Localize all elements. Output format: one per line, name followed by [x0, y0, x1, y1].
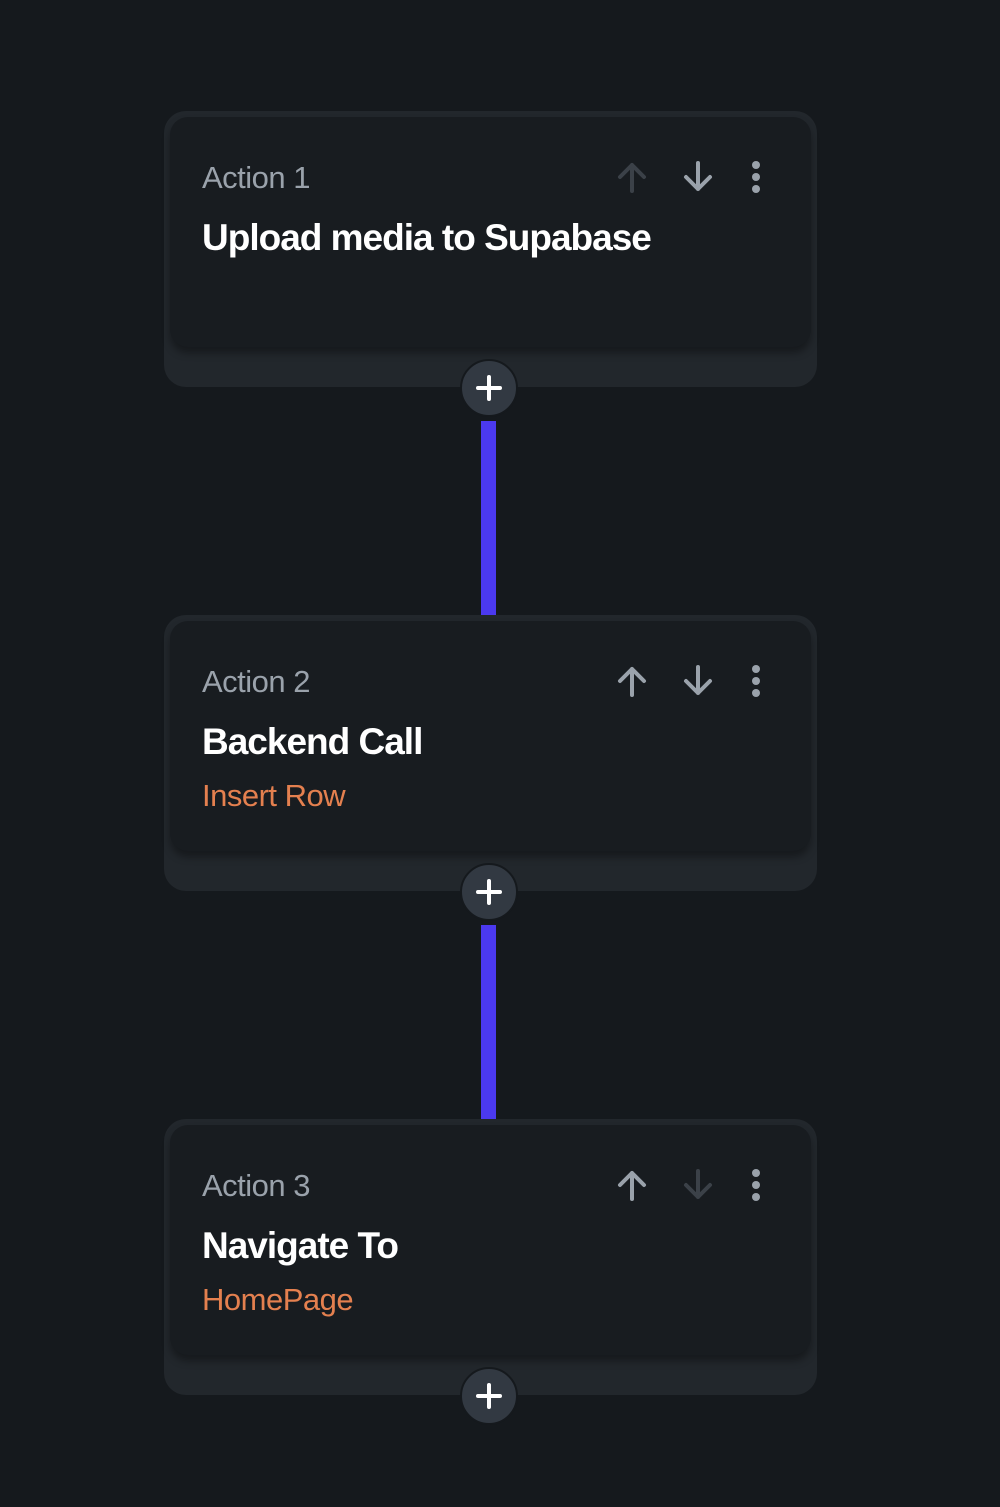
arrow-up-icon	[618, 1171, 646, 1201]
move-up-button[interactable]	[612, 661, 652, 701]
move-down-button[interactable]	[678, 157, 718, 197]
action-number-label: Action 1	[202, 160, 311, 195]
action-number-label: Action 3	[202, 1168, 311, 1203]
arrow-down-icon	[684, 161, 712, 191]
move-down-button[interactable]	[678, 661, 718, 701]
flow-connector	[481, 421, 496, 616]
more-options-button[interactable]	[736, 1165, 770, 1205]
plus-icon	[476, 879, 502, 905]
action-subtitle: HomePage	[202, 1282, 354, 1317]
arrow-down-icon	[684, 1169, 712, 1199]
flow-connector	[481, 925, 496, 1120]
plus-icon	[476, 1383, 502, 1409]
add-action-button[interactable]	[460, 1367, 518, 1425]
add-action-button[interactable]	[460, 863, 518, 921]
more-options-button[interactable]	[736, 661, 770, 701]
action-number-label: Action 2	[202, 664, 311, 699]
move-up-button[interactable]	[612, 157, 652, 197]
action-card-1: Action 1 Upload media to Supabase	[164, 111, 817, 387]
more-vertical-icon	[752, 161, 760, 193]
action-title: Upload media to Supabase	[202, 217, 652, 258]
more-vertical-icon	[752, 665, 760, 697]
action-title: Backend Call	[202, 721, 423, 762]
add-action-button[interactable]	[460, 359, 518, 417]
more-options-button[interactable]	[736, 157, 770, 197]
action-card-body[interactable]: Action 3 Navigate To HomePage	[170, 1125, 811, 1355]
action-card-3: Action 3 Navigate To HomePage	[164, 1119, 817, 1395]
action-subtitle: Insert Row	[202, 778, 346, 813]
move-up-button[interactable]	[612, 1165, 652, 1205]
action-card-body[interactable]: Action 2 Backend Call Insert Row	[170, 621, 811, 851]
arrow-up-icon	[618, 667, 646, 697]
plus-icon	[476, 375, 502, 401]
action-title: Navigate To	[202, 1225, 399, 1266]
action-card-body[interactable]: Action 1 Upload media to Supabase	[170, 117, 811, 347]
arrow-up-icon	[618, 163, 646, 193]
move-down-button[interactable]	[678, 1165, 718, 1205]
arrow-down-icon	[684, 665, 712, 695]
action-card-2: Action 2 Backend Call Insert Row	[164, 615, 817, 891]
more-vertical-icon	[752, 1169, 760, 1201]
